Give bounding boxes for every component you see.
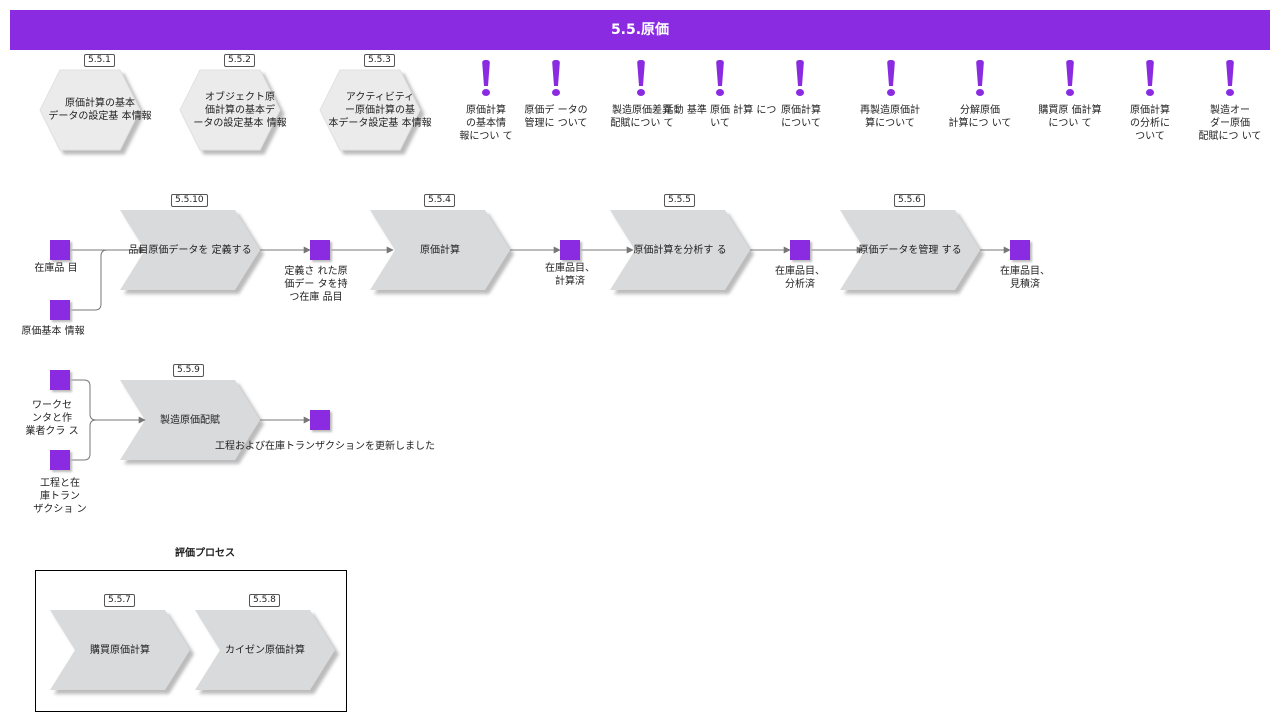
output-label: 在庫品目、 見積済 [1000, 266, 1050, 290]
step-badge: 5.5.9 [173, 364, 204, 377]
process-label: 購買原価計算 [90, 644, 150, 656]
event-label: 活動 基準 原価 計算 につ いて [663, 105, 777, 129]
event-icon [635, 60, 647, 96]
hexagon-label: アクティビティ ー原価計算の基 本データ設定基 本情報 [328, 91, 432, 129]
process-5-5-4[interactable] [370, 210, 510, 290]
hexagon-5-5-3[interactable] [319, 69, 421, 151]
event-icon [1144, 60, 1156, 96]
event-icon [974, 60, 986, 96]
process-label: 原価データを管理 する [858, 244, 962, 256]
group-frame [35, 570, 347, 712]
event-label: 原価計算 の分析に ついて [1130, 105, 1170, 142]
event-icon [1064, 60, 1076, 96]
input-object[interactable] [50, 300, 70, 320]
event-label: 原価計算 について [781, 105, 821, 129]
output-object[interactable] [310, 410, 330, 430]
input-object[interactable] [50, 450, 70, 470]
event-icon [714, 60, 726, 96]
process-label: 原価計算 [420, 244, 460, 256]
output-label: 定義さ れた原 価デー タを持 つ在庫 品目 [284, 266, 348, 303]
input-object[interactable] [50, 240, 70, 260]
event-icon [794, 60, 806, 96]
process-5-5-10[interactable] [120, 210, 260, 290]
step-badge: 5.5.8 [249, 594, 280, 607]
output-label: 工程および在庫トランザクションを更新しました [215, 441, 435, 452]
event-label: 原価デ ータの 管理に ついて [524, 105, 588, 129]
process-label: 品目原価データを 定義する [128, 244, 252, 256]
output-object[interactable] [310, 240, 330, 260]
output-object[interactable] [560, 240, 580, 260]
hexagon-label: オブジェクト原 価計算の基本デ ータの設定基本 情報 [193, 91, 287, 129]
output-object[interactable] [790, 240, 810, 260]
step-badge: 5.5.4 [424, 194, 455, 207]
process-label: 製造原価配賦 [160, 414, 220, 426]
event-label: 製造オー ダー原価 配賦につ いて [1198, 105, 1262, 142]
event-label: 再製造原価計 算について [860, 105, 920, 129]
connector [70, 379, 146, 424]
event-icon [550, 60, 562, 96]
process-5-5-7[interactable] [50, 610, 190, 690]
process-5-5-9[interactable] [120, 380, 260, 460]
event-icon [885, 60, 897, 96]
process-label: 原価計算を分析す る [633, 244, 727, 256]
input-label: 原価基本 情報 [21, 326, 85, 337]
output-label: 在庫品目、 分析済 [775, 266, 825, 290]
event-label: 分解原価 計算につ いて [948, 105, 1012, 129]
event-icon [480, 60, 492, 96]
step-badge: 5.5.10 [171, 194, 208, 207]
step-badge: 5.5.7 [104, 594, 135, 607]
page-title: 5.5.原価 [10, 10, 1270, 50]
step-badge: 5.5.6 [894, 194, 925, 207]
step-badge: 5.5.5 [664, 194, 695, 207]
step-badge: 5.5.3 [364, 54, 395, 67]
group-title: 評価プロセス [175, 548, 235, 559]
connector [70, 249, 145, 311]
step-badge: 5.5.2 [224, 54, 255, 67]
input-label: ワークセ ンタと作 業者クラ ス [25, 400, 79, 437]
process-5-5-8[interactable] [195, 610, 335, 690]
process-5-5-6[interactable] [840, 210, 980, 290]
input-label: 在庫品 目 [34, 263, 78, 274]
event-label: 購買原 価計算 につい て [1038, 105, 1102, 129]
output-object[interactable] [1010, 240, 1030, 260]
input-object[interactable] [50, 370, 70, 390]
event-icon [1224, 60, 1236, 96]
process-label: カイゼン原価計算 [225, 644, 305, 656]
hexagon-5-5-2[interactable] [179, 69, 281, 151]
step-badge: 5.5.1 [84, 54, 115, 67]
event-label: 製造原価差異 配賦につい て [610, 105, 674, 129]
input-label: 工程と在 庫トラン ザクショ ン [33, 478, 87, 515]
connector [70, 419, 97, 461]
hexagon-5-5-1[interactable] [39, 69, 141, 151]
output-label: 在庫品目、 計算済 [545, 263, 595, 287]
hexagon-label: 原価計算の基本 データの設定基 本情報 [48, 98, 152, 122]
process-5-5-5[interactable] [610, 210, 750, 290]
event-label: 原価計算 の基本情 報につい て [459, 105, 513, 142]
